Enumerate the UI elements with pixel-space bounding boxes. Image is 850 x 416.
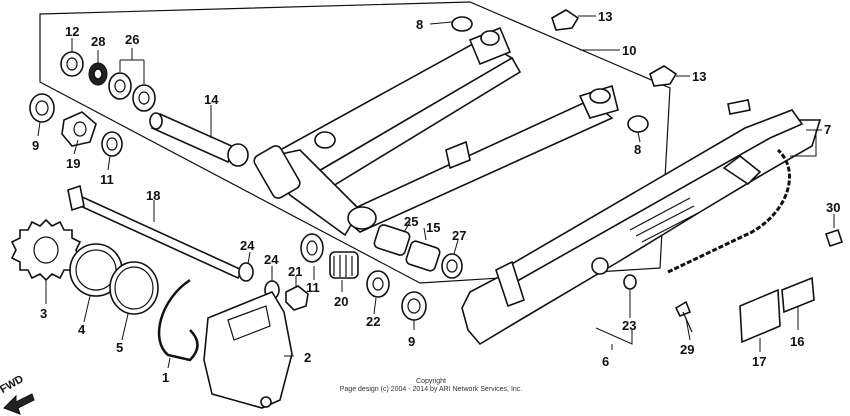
callout-24-lower: 24 [264,252,279,267]
callout-numbers: 12 28 26 14 9 19 11 18 8 13 10 13 8 7 30… [32,9,840,385]
needle-bearing-26a [108,72,132,100]
collar-11-left [101,131,123,157]
callout-22: 22 [366,314,380,329]
chain-case [461,109,822,346]
caution-label-16 [781,276,815,314]
collar-11-right [300,233,324,263]
dust-cap-9-right [401,291,427,321]
collar-22 [366,270,390,298]
sprocket-cover-2 [203,291,293,409]
callout-2: 2 [304,350,311,365]
rubber-seal-4 [69,243,123,297]
callout-13-top: 13 [598,9,612,24]
copyright-line-2: Page design (c) 2004 - 2014 by ARI Netwo… [339,386,523,393]
callout-1: 1 [162,370,169,385]
callout-15: 15 [426,220,440,235]
callout-29: 29 [680,342,694,357]
copyright-notice: Copyright Page design (c) 2004 - 2014 by… [336,378,526,394]
callout-18: 18 [146,188,160,203]
callout-24-upper: 24 [240,238,255,253]
callout-25: 25 [404,214,418,229]
pivot-bolt-18 [67,184,244,280]
callout-8-top: 8 [416,17,423,32]
callout-30: 30 [826,200,840,215]
copyright-line-1: Copyright [416,378,446,385]
bearing-25 [373,224,411,256]
leader-lines [37,15,835,369]
collar-15 [405,240,441,272]
callout-3: 3 [40,306,47,321]
gasket-5 [109,261,159,315]
cover-seal-1 [157,278,199,362]
bolt-30 [824,228,844,248]
pivot-cap-top [551,9,580,31]
dust-seal-12 [60,51,84,77]
bushing-20 [329,251,359,279]
washer-24-upper [238,262,254,282]
callout-11-right: 11 [306,280,320,295]
callout-20: 20 [334,294,348,309]
callout-27: 27 [452,228,466,243]
callout-26: 26 [125,32,139,47]
callout-12: 12 [65,24,79,39]
callout-7: 7 [824,122,831,137]
caution-label-17 [739,288,781,344]
seal-27 [441,253,463,279]
callout-4: 4 [78,322,86,337]
callout-23: 23 [622,318,636,333]
callout-21: 21 [288,264,302,279]
callout-17: 17 [752,354,766,369]
callout-5: 5 [116,340,123,355]
callout-10: 10 [622,43,636,58]
needle-bearing-26b [132,84,156,112]
callout-28: 28 [91,34,105,49]
callout-14: 14 [204,92,219,107]
swingarm-box-outline [39,1,671,284]
pivot-cap-bottom [649,65,678,87]
callout-11-left: 11 [100,172,114,187]
pivot-collar-14 [149,112,249,167]
pivot-bushing-top [451,16,500,46]
pivot-nut-19 [61,111,97,147]
pivot-nut-21 [285,285,309,311]
fwd-arrow-icon [3,393,35,415]
callout-13-bottom: 13 [692,69,706,84]
callout-9-left: 9 [32,138,39,153]
callout-16: 16 [790,334,804,349]
bolt-23 [623,274,637,290]
drive-chain [667,148,791,274]
callout-9-right: 9 [408,334,415,349]
bolt-29 [674,300,693,333]
dust-cap-9-left [29,93,55,123]
callout-6: 6 [602,354,609,369]
seal-ring-28 [88,62,108,86]
callout-8-bottom: 8 [634,142,641,157]
swingarm-part [253,26,619,237]
pivot-bushing-bottom [589,88,649,133]
small-label-7 [727,99,751,115]
callout-19: 19 [66,156,80,171]
